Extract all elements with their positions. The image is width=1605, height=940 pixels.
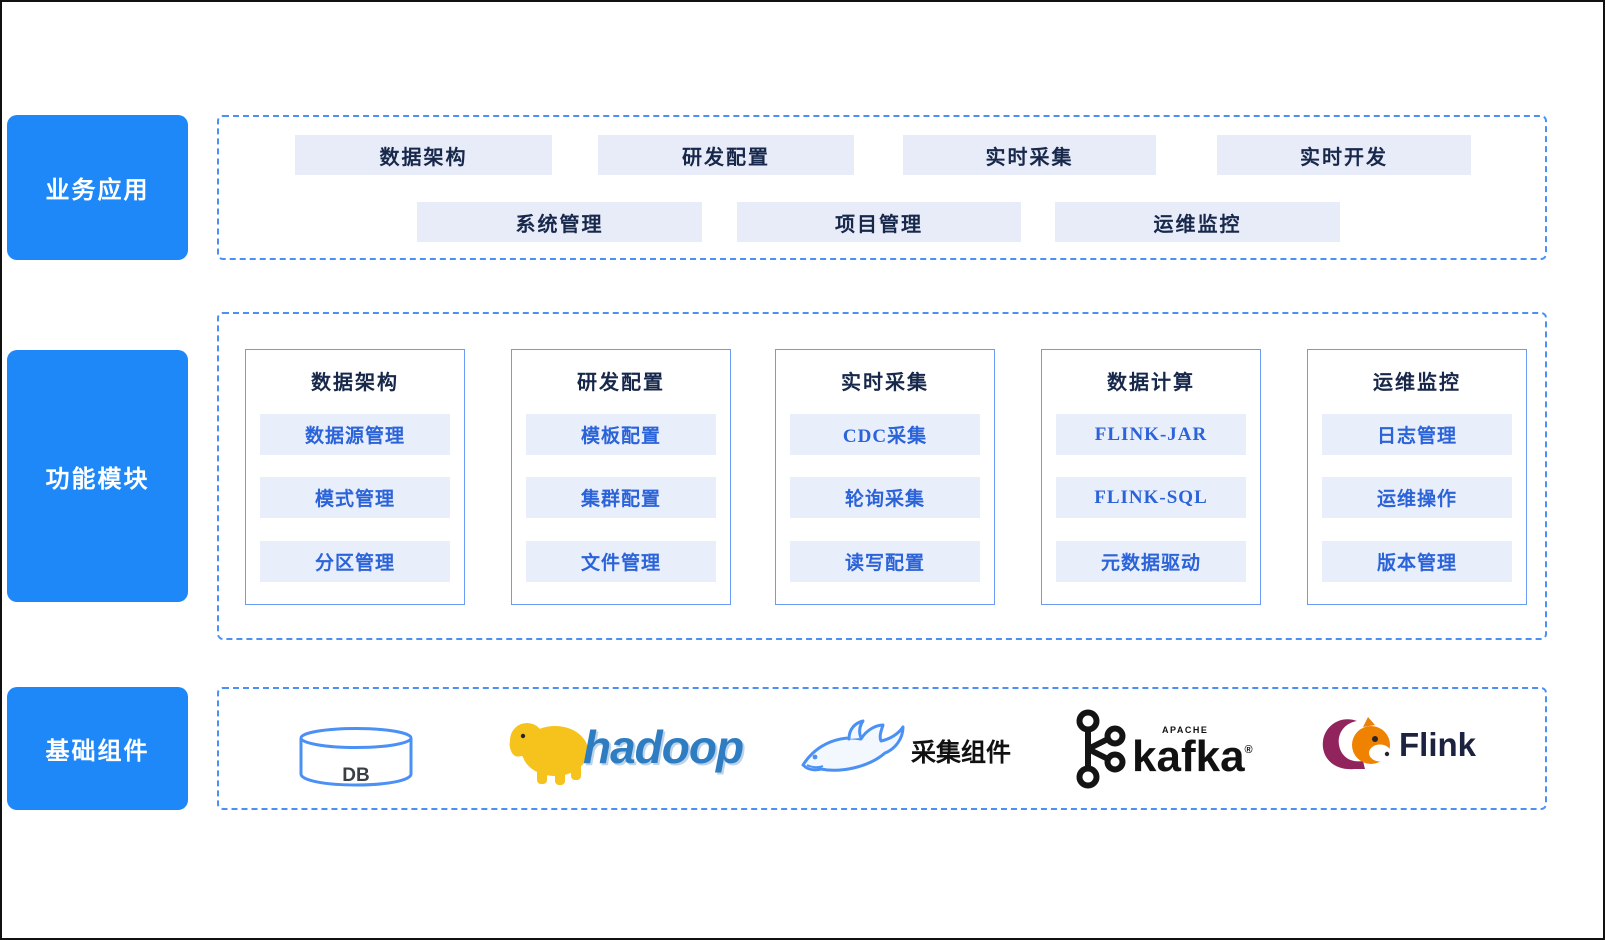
base-components-box: DB hadoop: [217, 687, 1547, 810]
module-item: 版本管理: [1322, 541, 1512, 582]
module-column-title: 运维监控: [1373, 372, 1461, 394]
module-column-data-compute: 数据计算 FLINK-JAR FLINK-SQL 元数据驱动: [1041, 349, 1261, 605]
kafka-wordmark: APACHE kafka®: [1132, 719, 1253, 779]
function-modules-box: 数据架构 数据源管理 模式管理 分区管理 研发配置 模板配置 集群配置 文件管理…: [217, 312, 1547, 640]
module-column-title: 数据计算: [1107, 372, 1195, 394]
module-column-title: 数据架构: [311, 372, 399, 394]
layer-label-function-modules: 功能模块: [7, 350, 188, 602]
module-item: CDC采集: [790, 414, 980, 455]
module-item: 运维操作: [1322, 477, 1512, 518]
hadoop-label: hadoop: [583, 721, 744, 773]
flink-logo: Flink: [1319, 713, 1476, 777]
module-item: 集群配置: [526, 477, 716, 518]
registered-mark: ®: [1244, 744, 1253, 756]
hadoop-logo: hadoop: [505, 707, 744, 787]
flink-label: Flink: [1399, 726, 1477, 763]
collector-logo: 采集组件: [797, 715, 1011, 787]
db-cylinder: DB: [297, 725, 415, 792]
module-column-title: 研发配置: [577, 372, 665, 394]
module-item: 读写配置: [790, 541, 980, 582]
module-item: FLINK-SQL: [1056, 477, 1246, 518]
module-item: FLINK-JAR: [1056, 414, 1246, 455]
business-pill-system-management: 系统管理: [417, 202, 702, 242]
database-cylinder-icon: [299, 727, 413, 787]
layer-label-base-components: 基础组件: [7, 687, 188, 810]
business-pill-realtime-dev: 实时开发: [1217, 135, 1471, 175]
collector-label: 采集组件: [911, 739, 1012, 767]
shark-icon: [801, 719, 905, 772]
kafka-apache-label: APACHE: [1162, 725, 1209, 735]
business-pill-data-architecture: 数据架构: [295, 135, 552, 175]
kafka-symbol-icon: [1076, 709, 1126, 789]
business-pill-dev-config: 研发配置: [598, 135, 854, 175]
module-item: 元数据驱动: [1056, 541, 1246, 582]
module-item: 数据源管理: [260, 414, 450, 455]
flink-squirrel-icon: [1322, 717, 1391, 770]
db-logo: DB: [297, 725, 415, 792]
module-item: 分区管理: [260, 541, 450, 582]
kafka-logo: APACHE kafka®: [1071, 709, 1253, 789]
module-item: 文件管理: [526, 541, 716, 582]
hadoop-elephant-icon: [509, 723, 588, 785]
business-pill-ops-monitoring: 运维监控: [1055, 202, 1340, 242]
layer-label-business-apps: 业务应用: [7, 115, 188, 260]
module-item: 日志管理: [1322, 414, 1512, 455]
module-column-title: 实时采集: [841, 372, 929, 394]
db-label: DB: [342, 765, 370, 786]
module-column-dev-config: 研发配置 模板配置 集群配置 文件管理: [511, 349, 731, 605]
module-column-realtime-collection: 实时采集 CDC采集 轮询采集 读写配置: [775, 349, 995, 605]
module-item: 模板配置: [526, 414, 716, 455]
module-column-data-architecture: 数据架构 数据源管理 模式管理 分区管理: [245, 349, 465, 605]
business-pill-project-management: 项目管理: [737, 202, 1021, 242]
business-apps-box: 数据架构 研发配置 实时采集 实时开发 系统管理 项目管理 运维监控: [217, 115, 1547, 260]
business-pill-realtime-collection: 实时采集: [903, 135, 1156, 175]
module-item: 模式管理: [260, 477, 450, 518]
module-item: 轮询采集: [790, 477, 980, 518]
kafka-label: kafka®: [1132, 732, 1253, 781]
module-column-ops-monitoring: 运维监控 日志管理 运维操作 版本管理: [1307, 349, 1527, 605]
